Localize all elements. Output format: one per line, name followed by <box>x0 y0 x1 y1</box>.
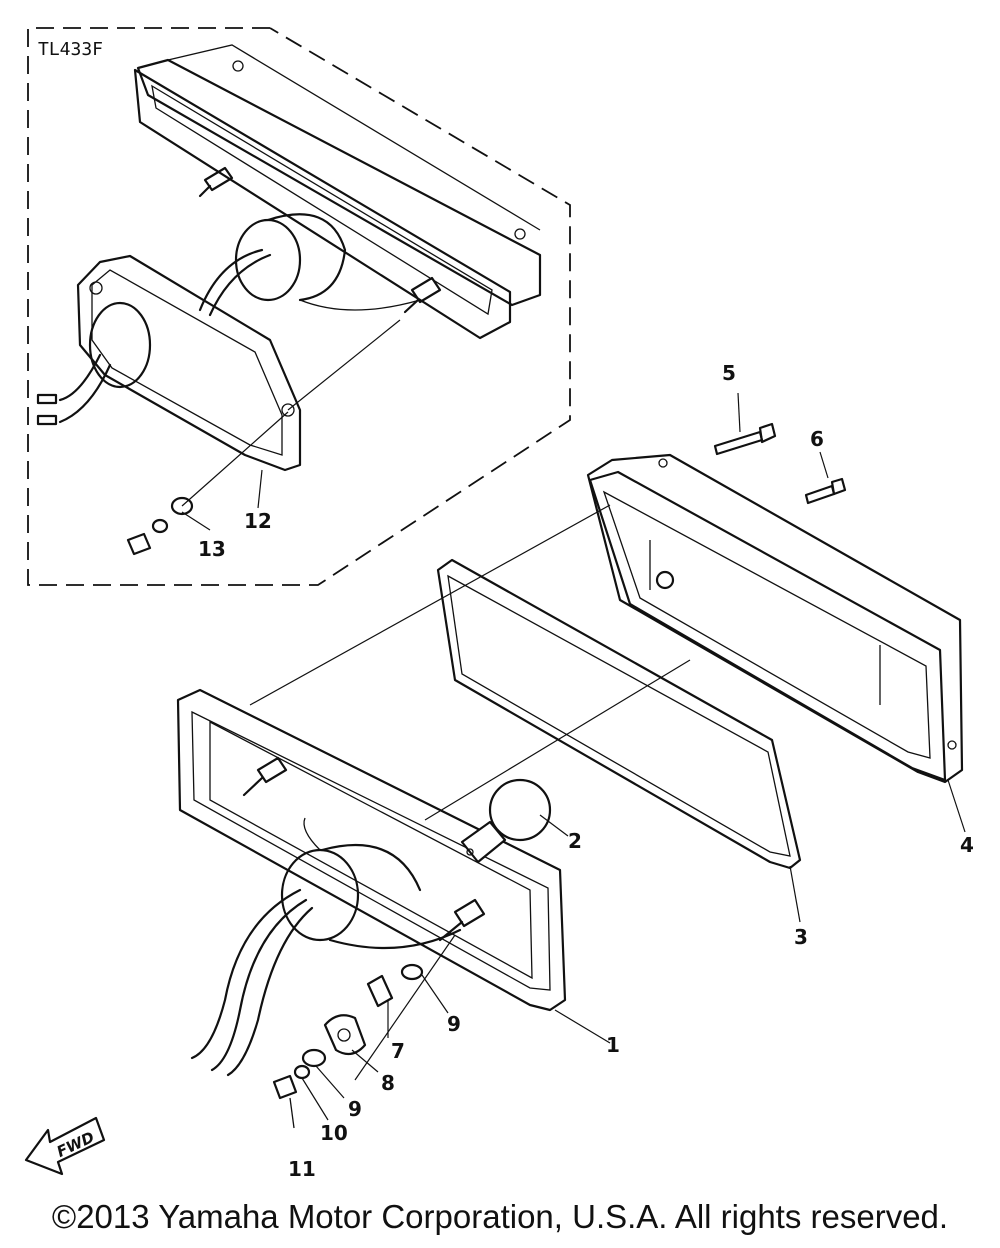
callout-5: 5 <box>722 361 736 385</box>
fwd-arrow-icon: FWD <box>24 1116 106 1176</box>
callout-3: 3 <box>794 925 808 949</box>
callout-12: 12 <box>244 509 272 533</box>
callout-8: 8 <box>381 1071 395 1095</box>
inset-housing <box>133 44 542 340</box>
gasket <box>436 558 802 870</box>
screw-6 <box>804 477 847 505</box>
bulb <box>460 778 569 864</box>
parts-diagram: TL433F <box>24 27 974 1181</box>
inset-dashed-border <box>27 27 571 586</box>
callout-leaders <box>181 392 966 1121</box>
screw-5 <box>713 422 777 456</box>
base-housing <box>176 688 567 1077</box>
callout-11: 11 <box>288 1157 316 1181</box>
guide-line-c <box>354 934 456 1081</box>
callout-9a: 9 <box>447 1012 461 1036</box>
callout-1: 1 <box>606 1033 620 1057</box>
lens-cover <box>586 453 964 784</box>
callout-4: 4 <box>960 833 974 857</box>
callout-9b: 9 <box>348 1097 362 1121</box>
copyright-notice: ©2013 Yamaha Motor Corporation, U.S.A. A… <box>51 1198 949 1235</box>
callout-13: 13 <box>198 537 226 561</box>
guide-line-a <box>249 504 611 706</box>
callout-2: 2 <box>568 829 582 853</box>
inset-group: TL433F <box>27 27 571 586</box>
hardware-stack <box>272 963 424 1129</box>
callout-10: 10 <box>320 1121 348 1145</box>
inset-hardware <box>126 411 289 556</box>
inset-cover <box>36 254 401 472</box>
inset-label: TL433F <box>38 39 103 60</box>
callout-7: 7 <box>391 1039 405 1063</box>
callout-6: 6 <box>810 427 824 451</box>
guide-line-b <box>424 659 691 821</box>
